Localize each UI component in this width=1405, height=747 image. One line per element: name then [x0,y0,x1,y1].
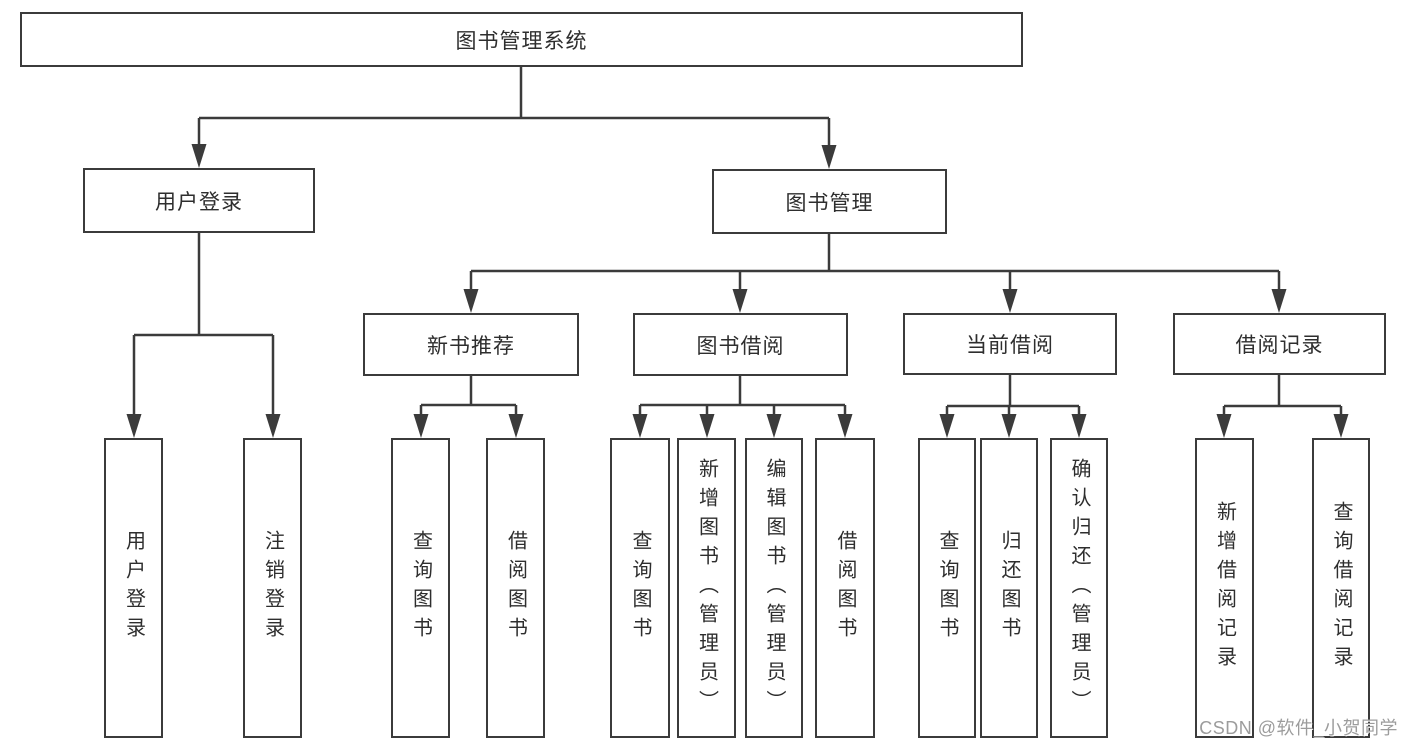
leaf-return-book: 归还图书 [980,438,1038,738]
leaf-logout: 注销登录 [243,438,302,738]
leaf-user-login: 用户登录 [104,438,163,738]
node-root-label: 图书管理系统 [455,29,588,53]
leaf-query-book-1: 查询图书 [391,438,450,738]
node-book-management: 图书管理 [712,169,947,234]
leaf-add-book-admin: 新增图书（管理员） [677,438,736,738]
node-book-borrowing-label: 图书借阅 [696,334,785,358]
node-user-login: 用户登录 [83,168,315,233]
leaf-edit-book-admin: 编辑图书（管理员） [745,438,803,738]
node-current-borrowing: 当前借阅 [903,313,1117,375]
node-borrow-records: 借阅记录 [1173,313,1386,375]
node-current-borrowing-label: 当前借阅 [966,334,1054,357]
node-user-login-label: 用户登录 [155,190,243,214]
node-root: 图书管理系统 [20,12,1023,67]
leaf-confirm-return-admin: 确认归还（管理员） [1050,438,1108,738]
leaf-query-book-2: 查询图书 [610,438,670,738]
leaf-query-book-3: 查询图书 [918,438,976,738]
leaf-add-borrow-record: 新增借阅记录 [1195,438,1254,738]
node-new-book-recommend-label: 新书推荐 [427,334,515,358]
node-borrow-records-label: 借阅记录 [1235,334,1324,357]
watermark-text: CSDN @软件_小贺同学 [1199,718,1398,738]
arrowheads [126,144,1349,438]
leaf-query-borrow-record: 查询借阅记录 [1312,438,1370,738]
leaf-borrow-book-2: 借阅图书 [815,438,875,738]
node-book-management-label: 图书管理 [785,191,874,215]
leaf-borrow-book-1: 借阅图书 [486,438,545,738]
node-book-borrowing: 图书借阅 [633,313,848,376]
node-new-book-recommend: 新书推荐 [363,313,579,376]
